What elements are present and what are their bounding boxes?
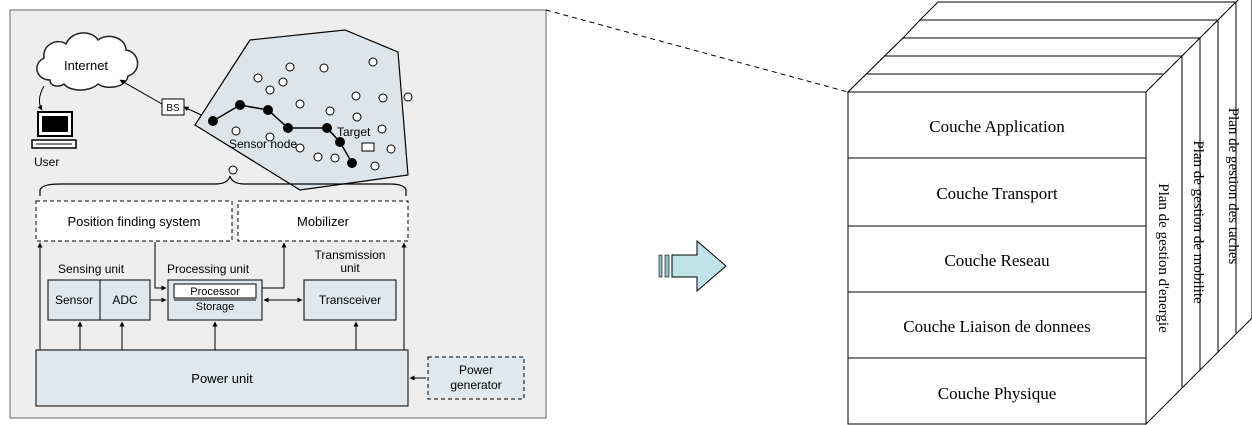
power-generator-label-line1: Power <box>459 363 493 377</box>
power-unit-box <box>35 349 409 407</box>
adc-label: ADC <box>112 293 138 307</box>
internet-label: Internet <box>64 58 108 73</box>
active-sensor-nodes <box>208 100 357 168</box>
zoom-connector-line <box>545 9 849 93</box>
processor-box <box>173 283 257 299</box>
target-box <box>361 142 375 152</box>
power-unit-label: Power unit <box>191 371 253 386</box>
layer-data-link: Couche Liaison de donnees <box>903 317 1090 336</box>
plane-mobility-label: Plan de gestion de mobilite <box>1190 140 1206 304</box>
transceiver-label: Transceiver <box>319 293 381 307</box>
position-finding-label: Position finding system <box>68 214 201 229</box>
bs-to-internet-arrow <box>119 79 163 105</box>
user-label: User <box>34 155 59 169</box>
protocol-stack: Couche Application Couche Transport Couc… <box>846 0 1252 425</box>
cloud-icon <box>36 32 139 91</box>
target-label: Target <box>337 125 371 139</box>
layer-transport: Couche Transport <box>936 184 1058 203</box>
processor-label: Processor <box>190 286 240 298</box>
storage-label: Storage <box>196 301 235 313</box>
layer-physical: Couche Physique <box>938 384 1057 403</box>
mobilizer-label: Mobilizer <box>297 214 350 229</box>
layer-stack-front <box>847 91 1147 425</box>
plane-tasks-label: Plan de gestion des taches <box>1225 108 1241 265</box>
mobilizer-box <box>237 200 409 242</box>
internet-to-user-arrow <box>37 85 45 111</box>
transmission-unit-label-line2: unit <box>340 261 360 275</box>
sensor-node-architecture: Internet User BS <box>9 9 547 419</box>
power-generator-label-line2: generator <box>450 378 501 392</box>
zoom-brace <box>39 175 407 196</box>
position-finding-box <box>35 200 233 242</box>
sensing-unit-label: Sensing unit <box>58 262 125 276</box>
layer-application: Couche Application <box>929 117 1065 136</box>
plane-energy-label: Plan de gestion d'energie <box>1155 183 1171 333</box>
bs-label: BS <box>166 103 180 114</box>
right-arrow-icon <box>658 239 727 293</box>
processing-unit-label: Processing unit <box>167 262 250 276</box>
transceiver-box <box>303 279 397 321</box>
sensor-field <box>194 29 409 191</box>
transmission-unit-label-line1: Transmission <box>315 248 386 262</box>
layer-network: Couche Reseau <box>944 251 1050 270</box>
sensor-label: Sensor <box>55 293 93 307</box>
computer-icon <box>31 111 77 149</box>
idle-sensor-nodes <box>228 57 413 175</box>
plane-slab-tasks <box>1217 0 1252 354</box>
sensor-node-label: Sensor node <box>229 137 297 151</box>
power-generator-box <box>427 356 525 400</box>
